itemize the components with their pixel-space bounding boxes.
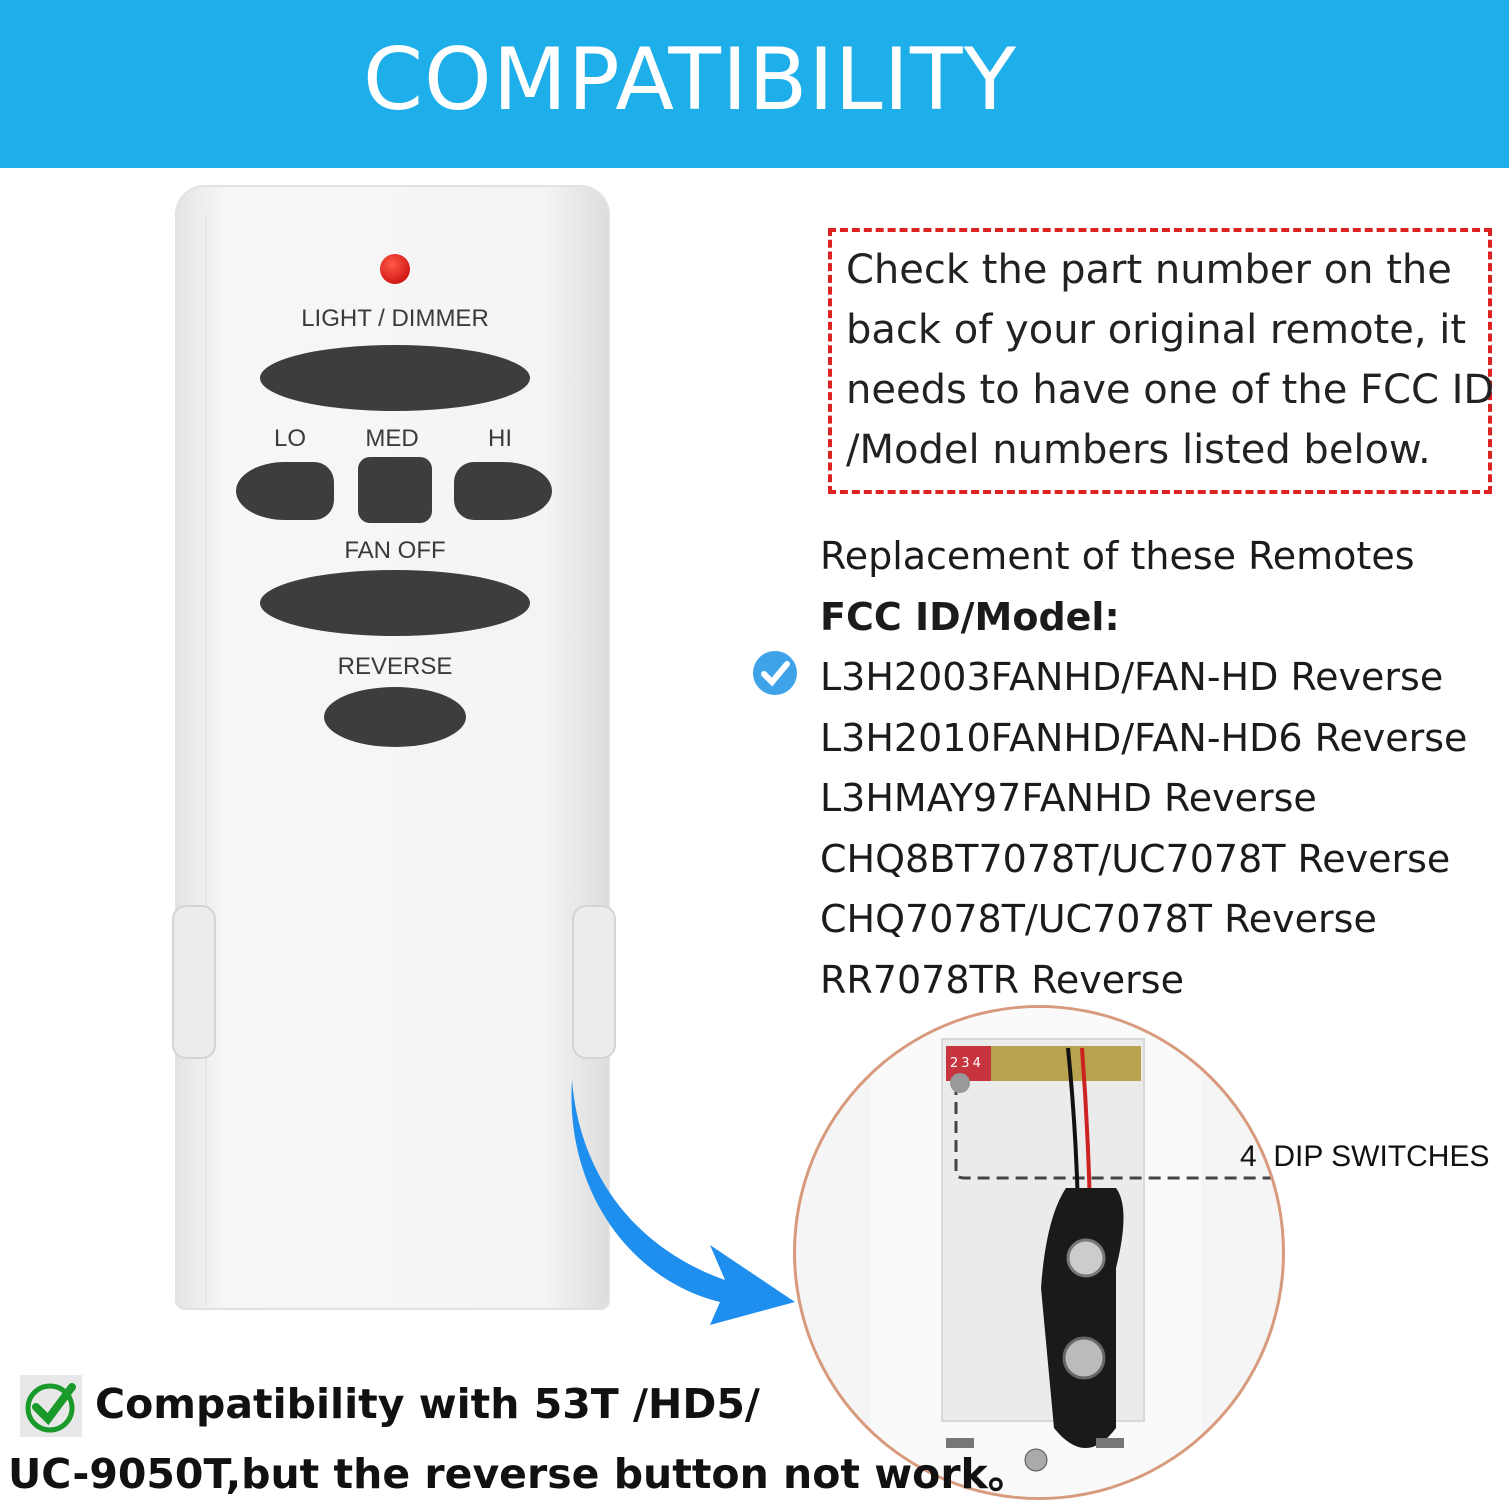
remote-inner-edge	[205, 215, 584, 1305]
header-banner: COMPATIBILITY	[0, 0, 1509, 168]
label-reverse: REVERSE	[337, 653, 453, 680]
notice-line: /Model numbers listed below.	[846, 427, 1431, 473]
model-item: L3H2003FANHD/FAN-HD Reverse	[820, 655, 1444, 699]
notice-text: Check the part number on the back of you…	[846, 240, 1494, 480]
dip-switch-block: 234	[946, 1046, 991, 1081]
label-hi: HI	[488, 425, 512, 452]
dip-number: 4	[972, 1056, 984, 1071]
footer-line-2: UC-9050T,but the reverse button not work…	[8, 1450, 1029, 1498]
lo-button	[236, 462, 334, 520]
led-indicator	[380, 254, 410, 284]
check-circle-icon	[753, 651, 797, 695]
remote-clip-left	[172, 905, 216, 1059]
models-heading: FCC ID/Model:	[820, 594, 1120, 639]
dip-number: 2	[950, 1056, 962, 1071]
blue-arrow-icon	[571, 1080, 795, 1325]
model-item: CHQ7078T/UC7078T Reverse	[820, 897, 1377, 941]
model-item: L3H2010FANHD/FAN-HD6 Reverse	[820, 715, 1468, 760]
dip-number: 3	[961, 1056, 973, 1071]
notice-line: needs to have one of the FCC ID	[846, 367, 1495, 413]
label-fan-off: FAN OFF	[344, 537, 446, 564]
green-check-icon	[20, 1375, 82, 1437]
battery-clip	[946, 1047, 1282, 1472]
models-intro: Replacement of these Remotes	[820, 534, 1415, 578]
label-lo: LO	[273, 425, 306, 452]
fan-off-button	[260, 570, 530, 636]
model-item: CHQ8BT7078T/UC7078T Reverse	[820, 836, 1451, 881]
footer-line-1: Compatibility with 53T /HD5/	[95, 1380, 760, 1428]
notice-box	[828, 228, 1492, 494]
model-item: RR7078TR Reverse	[820, 957, 1184, 1002]
notice-line: back of your original remote, it	[846, 307, 1467, 353]
med-button	[358, 457, 432, 523]
light-dimmer-button	[260, 345, 530, 411]
notice-line: Check the part number on the	[846, 247, 1452, 293]
page-title: COMPATIBILITY	[362, 30, 1018, 130]
model-list: Replacement of these Remotes FCC ID/Mode…	[820, 526, 1467, 1010]
model-item: L3HMAY97FANHD Reverse	[820, 776, 1317, 820]
hi-button	[454, 462, 552, 520]
label-light-dimmer: LIGHT / DIMMER	[301, 305, 489, 332]
label-med: MED	[365, 425, 419, 452]
dip-switches-label: 4 DIP SWITCHES	[1240, 1140, 1490, 1173]
remote-clip-right	[572, 905, 616, 1059]
battery-compartment-detail: 234	[793, 1005, 1285, 1500]
reverse-button	[324, 687, 466, 747]
